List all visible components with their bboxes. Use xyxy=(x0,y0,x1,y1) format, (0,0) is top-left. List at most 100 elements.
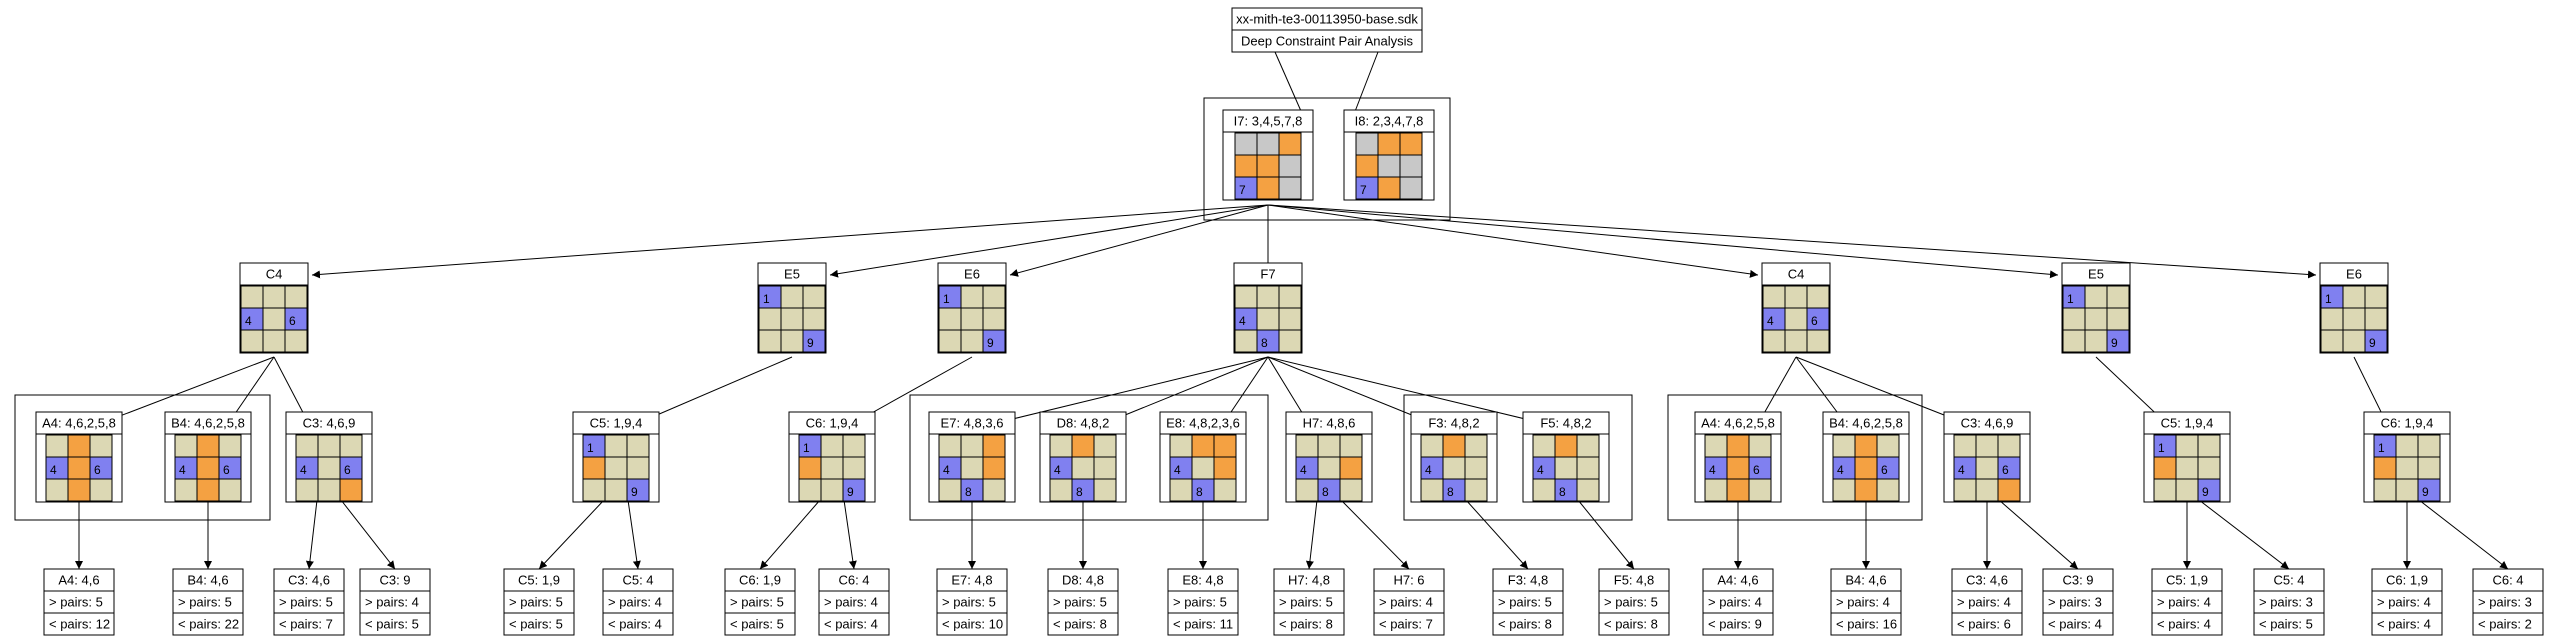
grid-cell xyxy=(780,285,804,309)
grid-cell xyxy=(67,478,91,502)
grid-cell xyxy=(1975,434,1999,458)
leaf-title: E8: 4,8 xyxy=(1182,573,1223,588)
cluster-box xyxy=(909,394,1269,521)
grid-cell xyxy=(295,434,319,458)
grid-cell xyxy=(1876,434,1900,458)
leaf-frame xyxy=(1702,568,1774,636)
leaf-title: C6: 4 xyxy=(2492,573,2523,588)
grid-cell xyxy=(960,456,984,480)
cell-digit: 8 xyxy=(1196,485,1203,499)
leaf-frame xyxy=(273,568,345,636)
cell-digit: 8 xyxy=(965,485,972,499)
node-label: E5 xyxy=(784,267,800,282)
grid-cell xyxy=(798,478,822,502)
leaf-less-pairs: < pairs: 12 xyxy=(49,617,110,632)
grid-cell xyxy=(1339,478,1363,502)
grid-cell xyxy=(1554,456,1578,480)
leaf-greater-pairs: > pairs: 5 xyxy=(1604,595,1658,610)
grid-cell xyxy=(1213,456,1237,480)
grid-cell xyxy=(582,456,606,480)
grid-cell xyxy=(2417,478,2441,502)
edge-arrow xyxy=(2198,499,2290,570)
grid-cell xyxy=(1975,478,1999,502)
leaf-title: A4: 4,6 xyxy=(1717,573,1758,588)
grid-cell xyxy=(938,329,962,353)
leaf-title: C6: 1,9 xyxy=(739,573,781,588)
leaf-less-pairs: < pairs: 8 xyxy=(1279,617,1333,632)
grid-cell xyxy=(820,434,844,458)
grid-cell xyxy=(2084,307,2108,331)
cell-digit: 9 xyxy=(2369,336,2376,350)
grid-cell xyxy=(1355,154,1379,178)
cell-digit: 4 xyxy=(50,463,57,477)
grid-cell xyxy=(1784,285,1808,309)
leaf-greater-pairs: > pairs: 4 xyxy=(824,595,878,610)
cluster-box xyxy=(1667,394,1923,521)
node-label: I8: 2,3,4,7,8 xyxy=(1355,114,1424,129)
leaf-less-pairs: < pairs: 22 xyxy=(178,617,239,632)
cell-digit: 8 xyxy=(1322,485,1329,499)
grid-cell xyxy=(317,434,341,458)
edge-arrow xyxy=(1305,499,1318,570)
edge-arrow xyxy=(305,499,318,570)
leaf-title: B4: 4,6 xyxy=(187,573,228,588)
cell-digit: 9 xyxy=(2111,336,2118,350)
cell-digit: 1 xyxy=(2378,441,2385,455)
grid-cell xyxy=(174,434,198,458)
leaf-less-pairs: < pairs: 5 xyxy=(365,617,419,632)
cell-digit: 7 xyxy=(1239,183,1246,197)
cell-digit: 1 xyxy=(2067,292,2074,306)
leaf-less-pairs: < pairs: 7 xyxy=(279,617,333,632)
cell-digit: 6 xyxy=(289,314,296,328)
grid-cell xyxy=(2197,478,2221,502)
grid-cell xyxy=(1278,132,1302,156)
grid-cell xyxy=(2106,307,2130,331)
edge-arrow xyxy=(1267,356,1435,425)
edge-arrow xyxy=(340,499,396,570)
leaf-frame xyxy=(359,568,431,636)
grid-cell xyxy=(780,307,804,331)
node-label: A4: 4,6,2,5,8 xyxy=(1701,416,1775,431)
grid-cell xyxy=(2395,478,2419,502)
cell-digit: 1 xyxy=(2325,292,2332,306)
leaf-greater-pairs: > pairs: 5 xyxy=(1279,595,1333,610)
leaf-less-pairs: < pairs: 4 xyxy=(2157,617,2211,632)
grid-cell xyxy=(2153,478,2177,502)
node-label: B4: 4,6,2,5,8 xyxy=(171,416,245,431)
grid-cell xyxy=(89,478,113,502)
leaf-frame xyxy=(2253,568,2325,636)
edge-arrow xyxy=(1340,499,1410,570)
grid-cell xyxy=(1317,434,1341,458)
cluster-box xyxy=(14,394,271,521)
grid-cell xyxy=(1704,478,1728,502)
grid-cell xyxy=(2153,456,2177,480)
leaf-title: H7: 6 xyxy=(1393,573,1424,588)
cell-digit: 4 xyxy=(1767,314,1774,328)
edge-arrow xyxy=(1998,499,2079,570)
grid-cell xyxy=(938,478,962,502)
grid-cell xyxy=(2342,285,2366,309)
grid-cell xyxy=(2084,329,2108,353)
grid-cell xyxy=(1806,285,1830,309)
grid-cell xyxy=(2417,456,2441,480)
cell-digit: 9 xyxy=(847,485,854,499)
grid-cell xyxy=(626,434,650,458)
leaf-node: C6: 1,9> pairs: 5< pairs: 5 xyxy=(724,568,796,636)
grid-cell xyxy=(1975,456,1999,480)
grid-cell xyxy=(1278,307,1302,331)
leaf-node: D8: 4,8> pairs: 5< pairs: 8 xyxy=(1047,568,1119,636)
cell-digit: 4 xyxy=(300,463,307,477)
pair-node: I8: 2,3,4,7,87 xyxy=(1343,109,1435,201)
edge-arrow xyxy=(98,356,275,425)
grid-cell xyxy=(1191,456,1215,480)
leaf-node: C5: 4> pairs: 3< pairs: 5 xyxy=(2253,568,2325,636)
grid-cell xyxy=(960,434,984,458)
cell-digit: 1 xyxy=(803,441,810,455)
grid-cell xyxy=(1762,285,1786,309)
cell-digit: 4 xyxy=(1958,463,1965,477)
node-label: C6: 1,9,4 xyxy=(806,416,859,431)
leaf-frame xyxy=(2371,568,2443,636)
leaf-frame xyxy=(503,568,575,636)
